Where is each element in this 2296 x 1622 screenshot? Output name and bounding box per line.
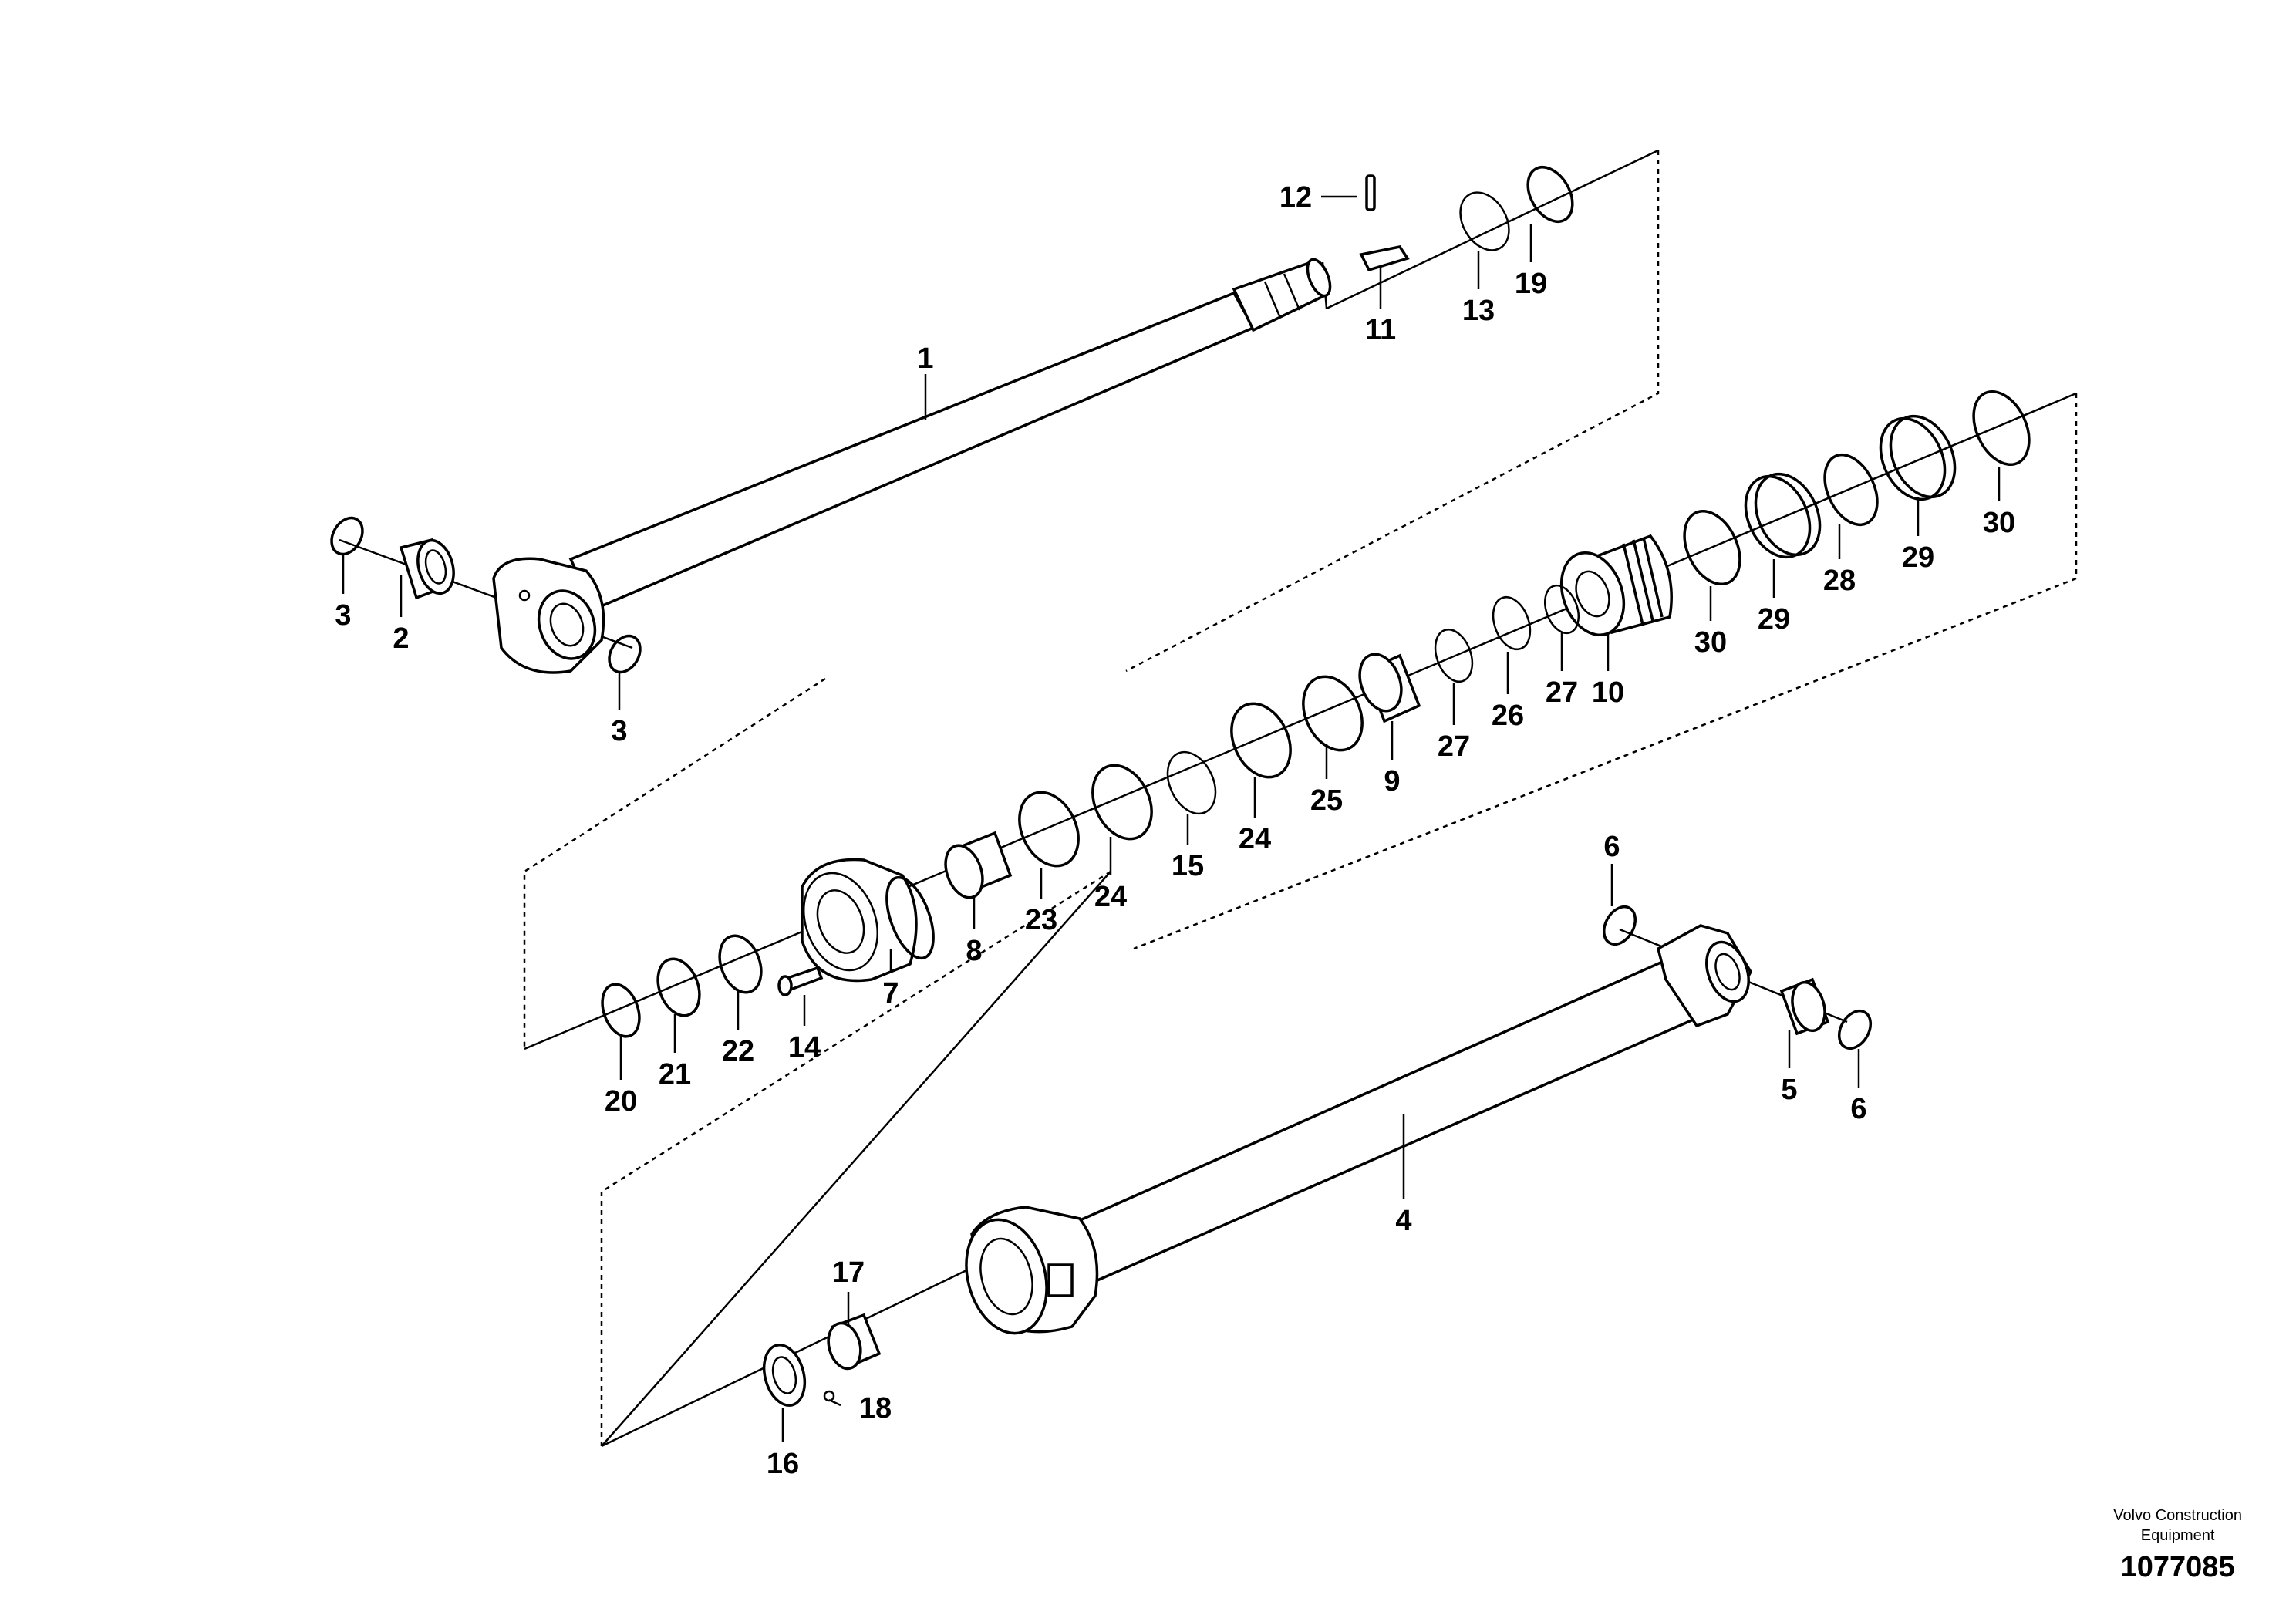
part-label: 3 <box>335 599 351 632</box>
part-label: 30 <box>1983 507 2015 539</box>
part-label: 21 <box>659 1058 691 1091</box>
part-label: 26 <box>1492 700 1524 732</box>
bolt-14 <box>777 966 824 996</box>
small-seals <box>1434 584 1580 683</box>
part-label: 4 <box>1395 1205 1411 1237</box>
part-label: 12 <box>1279 181 1312 214</box>
piston-rod <box>492 258 1332 674</box>
part-label: 9 <box>1384 765 1400 798</box>
ring-13 <box>1459 191 1510 251</box>
part-label: 30 <box>1694 626 1727 659</box>
part-label: 5 <box>1781 1074 1797 1106</box>
part-label: 29 <box>1902 541 1934 574</box>
part-label: 10 <box>1592 676 1624 709</box>
part-label: 22 <box>722 1035 754 1067</box>
rod-ring-left <box>330 516 364 556</box>
drawing-caption: Volvo Construction Equipment 1077085 <box>2113 1506 2242 1584</box>
part-label: 8 <box>966 935 982 967</box>
part-label: 19 <box>1515 268 1547 300</box>
part-label: 2 <box>393 622 409 655</box>
part-label: 14 <box>788 1031 821 1064</box>
part-label: 16 <box>767 1448 799 1480</box>
part-label: 7 <box>882 977 899 1010</box>
part-label: 6 <box>1603 831 1620 863</box>
head-seals <box>601 934 763 1038</box>
part-label: 20 <box>605 1085 637 1118</box>
part-label: 23 <box>1025 904 1057 936</box>
manufacturer-line-1: Volvo Construction <box>2113 1507 2242 1524</box>
part-label: 18 <box>859 1392 892 1425</box>
cylinder-tube <box>965 924 1753 1335</box>
piston-rings <box>1683 389 2031 586</box>
part-label: 3 <box>611 715 627 747</box>
cushion-ring <box>1358 653 1421 723</box>
part-label: 17 <box>832 1256 865 1289</box>
part-label: 28 <box>1823 565 1856 597</box>
rod-bushing <box>399 538 455 600</box>
tube-ring-bottom <box>1837 1010 1873 1050</box>
piston <box>1559 534 1673 637</box>
part-label: 1 <box>917 342 933 375</box>
part-label: 13 <box>1462 295 1495 327</box>
lower-seals <box>762 1313 882 1407</box>
part-label: 15 <box>1172 850 1204 882</box>
part-labels: 1 2 3 3 4 5 6 6 7 8 9 10 11 12 13 14 15 … <box>335 181 2015 1480</box>
part-label: 24 <box>1239 823 1271 855</box>
part-label: 24 <box>1094 881 1127 913</box>
part-label: 27 <box>1546 676 1578 709</box>
ring-19 <box>1526 166 1574 223</box>
bushing-8 <box>944 831 1013 899</box>
tube-ring-top <box>1602 905 1637 946</box>
mid-seals <box>1018 675 1364 868</box>
part-label: 29 <box>1758 603 1790 636</box>
part-label: 6 <box>1850 1093 1866 1125</box>
part-label: 27 <box>1438 730 1470 763</box>
rod-lock-parts <box>1359 174 1410 272</box>
assembly-frame-lines <box>523 150 2078 1446</box>
drawing-number: 1077085 <box>2120 1551 2235 1583</box>
manufacturer-line-2: Equipment <box>2140 1527 2215 1544</box>
part-label: 11 <box>1365 314 1396 346</box>
rod-ring-right <box>608 634 642 674</box>
leader-lines <box>342 195 2001 1442</box>
part-label: 25 <box>1310 784 1343 817</box>
tube-bushing <box>1779 977 1830 1036</box>
cylinder-head <box>801 858 935 983</box>
